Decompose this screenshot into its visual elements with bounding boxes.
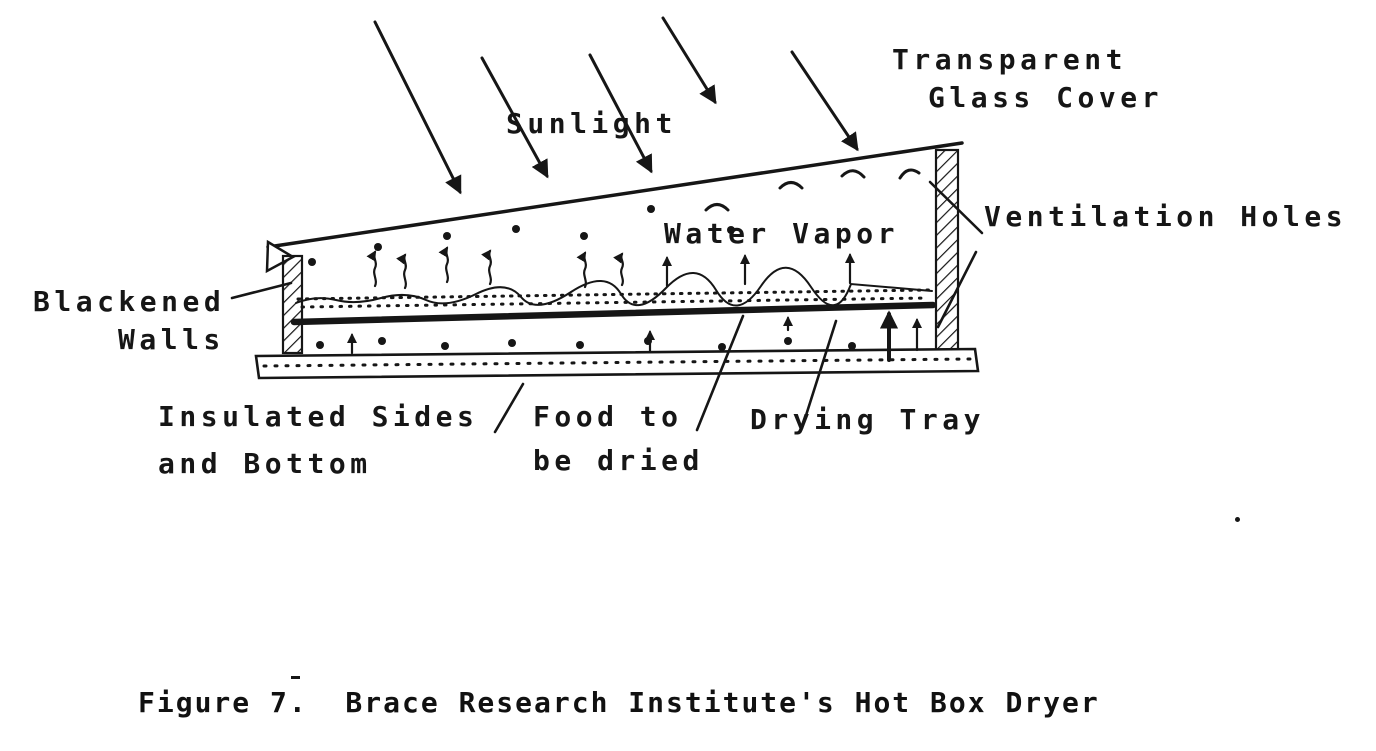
- sunlight-rays: [373, 16, 859, 195]
- glass-cover-left-cap: [265, 239, 296, 274]
- label-insulated-line2: and Bottom: [158, 447, 372, 480]
- drying-tray-line: [290, 301, 937, 326]
- label-insulated-line1: Insulated Sides: [158, 400, 479, 433]
- leader-ventilation-top: [928, 180, 984, 235]
- leader-drying-tray: [800, 319, 838, 430]
- label-ventilation-holes: Ventilation Holes: [984, 200, 1348, 233]
- lower-chamber-arrows: [346, 310, 923, 362]
- right-wall: [934, 148, 960, 367]
- label-food-line1: Food to: [533, 400, 683, 433]
- leader-insulated: [493, 382, 525, 434]
- leader-lines: [230, 180, 984, 434]
- leader-ventilation-bottom: [936, 250, 978, 329]
- leader-food: [695, 314, 745, 432]
- insulated-bottom: [254, 347, 980, 380]
- label-drying-tray: Drying Tray: [750, 403, 985, 436]
- label-blackened-walls-line2: Walls: [118, 323, 225, 356]
- label-glass-cover-line2: Glass Cover: [928, 81, 1163, 114]
- label-water-vapor: Water Vapor: [664, 217, 899, 250]
- left-wall: [281, 254, 304, 355]
- label-sunlight: Sunlight: [506, 107, 677, 140]
- label-glass-cover-line1: Transparent: [892, 43, 1127, 76]
- scan-artifact-dot: [1235, 517, 1240, 522]
- food-layer: [295, 266, 933, 309]
- scan-artifact-dash: [291, 676, 300, 679]
- lower-chamber-dots: [316, 337, 856, 351]
- upper-chamber-dots: [308, 205, 735, 266]
- label-food-line2: be dried: [533, 444, 704, 477]
- glass-cover: [265, 141, 964, 274]
- figure-caption: Figure 7. Brace Research Institute's Hot…: [138, 686, 1100, 719]
- vapor-rise-arrows: [366, 246, 856, 290]
- leader-blackened-walls: [230, 281, 293, 300]
- label-blackened-walls-line1: Blackened: [33, 285, 226, 318]
- vapor-wisps: [704, 168, 921, 212]
